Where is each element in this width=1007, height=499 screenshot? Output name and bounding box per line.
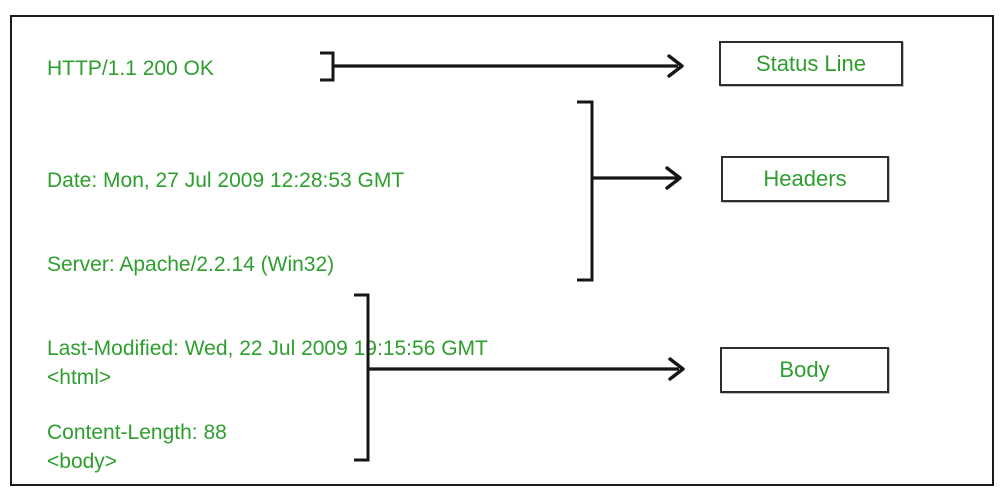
header-line: Last-Modified: Wed, 22 Jul 2009 19:15:56…: [47, 337, 488, 360]
status-line-label-box: Status Line: [719, 41, 903, 86]
status-line-text: HTTP/1.1 200 OK: [47, 57, 214, 80]
status-bracket: [320, 51, 335, 82]
body-label: Body: [779, 357, 830, 382]
body-label-box: Body: [720, 347, 889, 393]
body-bracket: [354, 293, 370, 462]
body-text-block: <html> <body> <h1>Hello, World!</h1> </b…: [47, 308, 268, 499]
status-arrowhead-icon: [667, 54, 684, 78]
headers-label: Headers: [763, 166, 847, 191]
body-arrowhead-icon: [668, 357, 685, 381]
header-line: Content-Length: 88: [47, 421, 227, 444]
status-line-label: Status Line: [755, 50, 867, 76]
headers-bracket: [577, 100, 594, 282]
body-line: <html>: [47, 366, 112, 389]
body-line: <body>: [47, 450, 118, 473]
header-line: Date: Mon, 27 Jul 2009 12:28:53 GMT: [47, 169, 405, 192]
diagram-border: [10, 15, 994, 486]
headers-label-box: Headers: [721, 156, 889, 202]
headers-arrowhead-icon: [665, 166, 682, 190]
headers-text-block: Date: Mon, 27 Jul 2009 12:28:53 GMT Serv…: [47, 111, 488, 499]
header-line: Server: Apache/2.2.14 (Win32): [47, 253, 335, 276]
